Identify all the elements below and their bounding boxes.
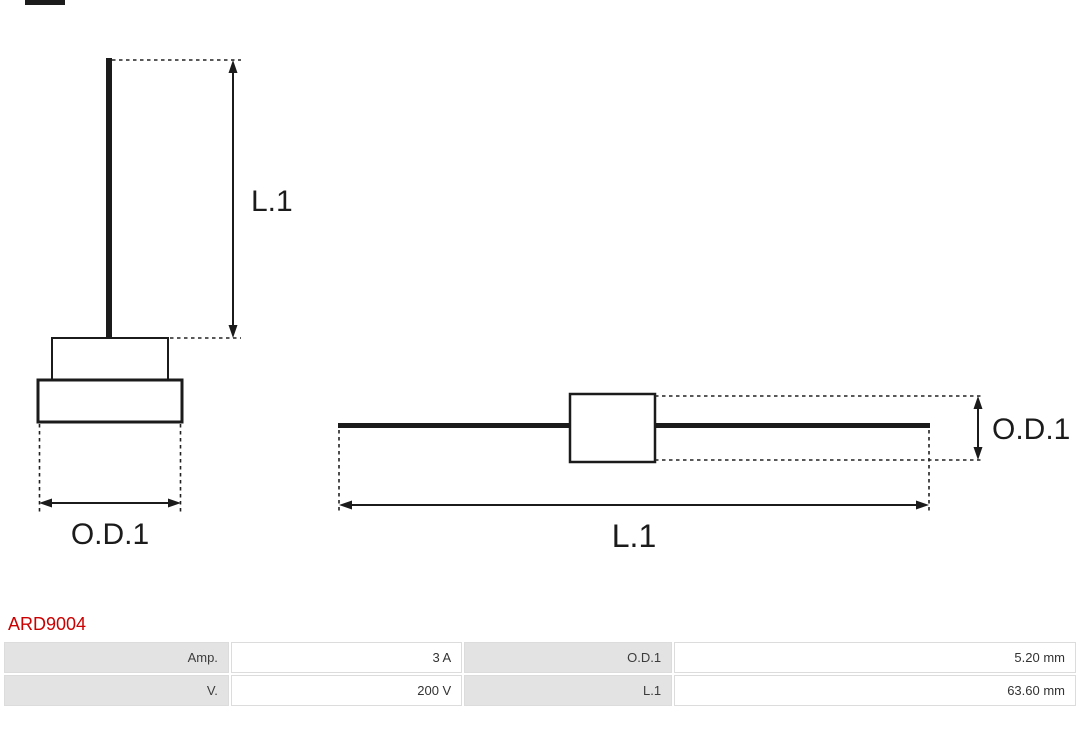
logo-fragment bbox=[25, 0, 65, 5]
diode-body-base bbox=[36, 378, 184, 424]
vertical-diode-figure: L.1 O.D.1 bbox=[36, 58, 293, 551]
diameter-dimension: O.D.1 bbox=[39, 498, 181, 551]
diode-body bbox=[568, 392, 657, 464]
diameter-dimension: O.D.1 bbox=[973, 396, 1070, 460]
spec-label-l1: L.1 bbox=[464, 675, 673, 706]
spec-label-od1: O.D.1 bbox=[464, 642, 673, 673]
spec-value-volt: 200 V bbox=[230, 675, 463, 706]
diode-body-cap bbox=[51, 337, 169, 381]
length-dimension: L.1 bbox=[228, 60, 293, 338]
spec-value-od1: 5.20 mm bbox=[674, 642, 1076, 673]
spec-row-volt-length: V. 200 V L.1 63.60 mm bbox=[4, 675, 1076, 706]
diode-lead-vertical bbox=[106, 58, 112, 338]
diameter-dimension-label: O.D.1 bbox=[71, 518, 149, 551]
spec-label-amp: Amp. bbox=[4, 642, 229, 673]
length-dimension-label: L.1 bbox=[251, 185, 293, 218]
technical-drawing: L.1 O.D.1 bbox=[36, 58, 1070, 554]
diameter-dimension-label: O.D.1 bbox=[992, 413, 1070, 446]
spec-value-amp: 3 A bbox=[230, 642, 463, 673]
spec-table: Amp. 3 A O.D.1 5.20 mm V. 200 V L.1 63.6… bbox=[2, 640, 1078, 708]
length-dimension-label: L.1 bbox=[612, 518, 656, 554]
part-number: ARD9004 bbox=[8, 614, 87, 634]
spec-value-l1: 63.60 mm bbox=[674, 675, 1076, 706]
horizontal-diode-figure: O.D.1 L.1 bbox=[338, 392, 1070, 554]
length-dimension: L.1 bbox=[339, 500, 929, 554]
spec-label-volt: V. bbox=[4, 675, 229, 706]
spec-row-amp-od: Amp. 3 A O.D.1 5.20 mm bbox=[4, 642, 1076, 673]
